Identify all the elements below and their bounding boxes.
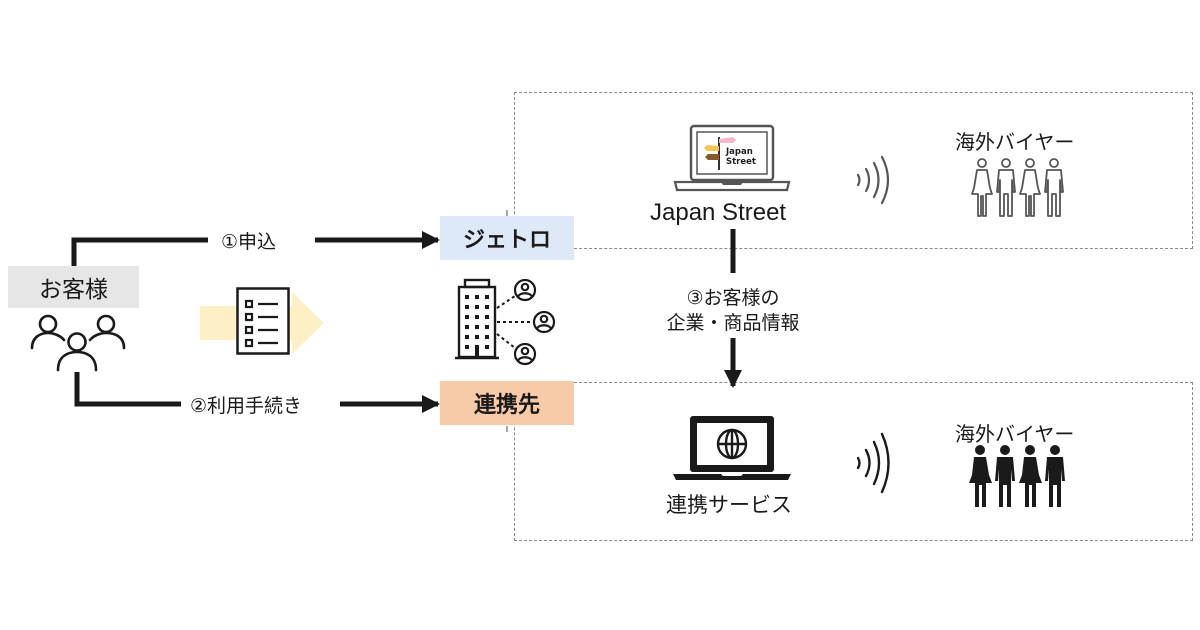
step2-connector-line: [74, 372, 181, 407]
checklist-document-icon: [236, 287, 290, 355]
step1-connector-line: [71, 237, 208, 266]
step1-label: ①申込: [221, 231, 277, 253]
jetro-label-text: ジェトロ: [462, 228, 551, 253]
laptop-logo-line2: Street: [726, 157, 756, 167]
people-filled-icon: [969, 445, 1065, 507]
partner-label: 連携先: [440, 381, 574, 425]
signal-waves-icon-bottom: [856, 432, 890, 494]
overseas-buyers-label-top: 海外バイヤー: [955, 130, 1075, 154]
people-outline-icon: [971, 158, 1064, 217]
signal-waves-icon: [856, 155, 890, 205]
japan-street-laptop-icon: [673, 124, 791, 192]
japan-street-panel: [514, 92, 1193, 249]
partner-service-name: 連携サービス: [666, 493, 792, 517]
customer-label: お客様: [8, 266, 139, 308]
step2-label: ②利用手続き: [190, 395, 303, 417]
partner-label-text: 連携先: [473, 393, 540, 418]
people-group-icon: [30, 314, 126, 372]
overseas-buyers-label-bottom: 海外バイヤー: [955, 422, 1075, 446]
step3-label-line1: ③お客様の: [686, 287, 780, 309]
laptop-logo-text: Japan Street: [726, 147, 756, 167]
laptop-logo-line1: Japan: [726, 147, 753, 157]
jetro-label: ジェトロ: [440, 216, 574, 260]
partner-service-panel: [514, 382, 1193, 541]
laptop-globe-icon: [673, 416, 791, 480]
customer-label-text: お客様: [39, 277, 108, 303]
step3-label-line2: 企業・商品情報: [666, 312, 800, 334]
building-network-icon: [455, 278, 556, 366]
step3-label: ③お客様の 企業・商品情報: [660, 286, 806, 336]
japan-street-service-name: Japan Street: [650, 199, 787, 226]
